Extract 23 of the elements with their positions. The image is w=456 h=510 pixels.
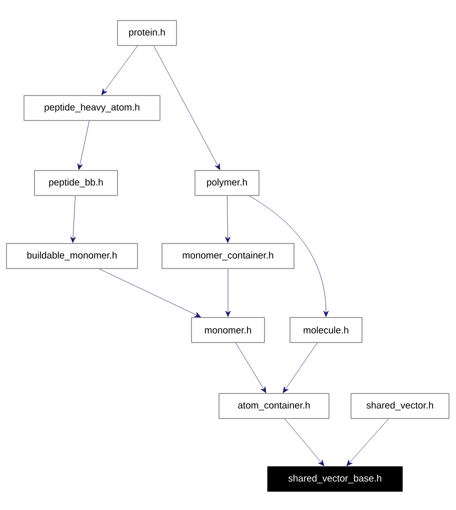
arrow — [248, 196, 329, 317]
arrow — [77, 120, 90, 170]
file-box: molecule.h — [290, 317, 362, 343]
file-box: polymer.h — [194, 170, 260, 196]
arrow — [235, 342, 266, 394]
arrow — [225, 268, 231, 317]
arrow — [70, 196, 76, 243]
file-box: monomer_container.h — [162, 243, 294, 269]
file-box: shared_vector_base.h — [267, 466, 403, 492]
file-box: atom_container.h — [218, 393, 330, 419]
file-box: peptide_bb.h — [34, 170, 118, 196]
file-box: peptide_heavy_atom.h — [24, 95, 160, 121]
file-box: buildable_monomer.h — [6, 243, 138, 269]
file-box: protein.h — [117, 20, 177, 46]
arrow — [346, 418, 389, 466]
arrow — [154, 46, 220, 170]
arrow — [98, 268, 201, 318]
arrow — [225, 196, 230, 243]
file-box: shared_vector.h — [350, 393, 450, 419]
arrow — [282, 342, 318, 394]
file-box: monomer.h — [191, 317, 265, 343]
arrow — [284, 418, 324, 466]
arrow — [101, 46, 138, 96]
